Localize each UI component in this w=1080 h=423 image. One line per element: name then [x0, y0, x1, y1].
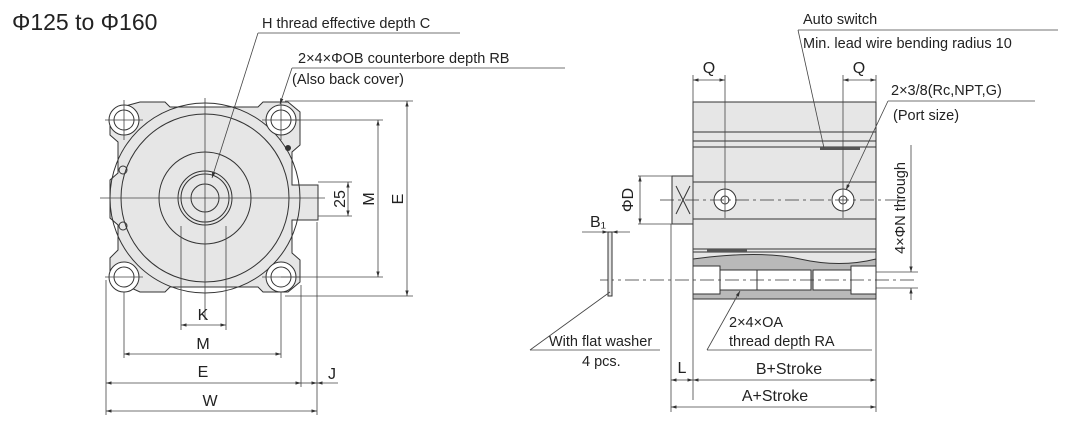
dim-m-horizontal: M [196, 336, 209, 353]
dim-b1: B₁ [590, 214, 606, 231]
through-hole-callout: 4×ΦN through [893, 162, 909, 254]
counterbore-note: (Also back cover) [292, 72, 404, 88]
dim-q-right: Q [853, 60, 865, 77]
auto-switch-lower [707, 249, 747, 252]
dim-a-stroke: A+Stroke [742, 388, 808, 405]
small-hole-lower [118, 221, 128, 231]
thread-callout-a: 2×4×OA [729, 315, 783, 331]
dim-b-stroke: B+Stroke [756, 361, 822, 378]
port-callout: 2×3/8(Rc,NPT,G) [891, 83, 1002, 99]
port-size-note: (Port size) [893, 108, 959, 124]
washer-callout: With flat washer [549, 334, 652, 350]
small-hole-upper [118, 165, 128, 175]
dim-w: W [202, 393, 218, 410]
dim-e-horizontal: E [198, 364, 209, 381]
dim-25: 25 [332, 190, 349, 208]
auto-switch-callout: Auto switch [803, 12, 877, 28]
dim-q-left: Q [703, 60, 715, 77]
dim-l: L [678, 360, 687, 377]
h-thread-callout: H thread effective depth C [262, 16, 430, 32]
dim-m-vertical: M [361, 192, 378, 205]
side-view: Q Q Auto switch Min. lead wire bending r… [529, 12, 1058, 412]
thread-callout-b: thread depth RA [729, 334, 835, 350]
dim-k: K [198, 307, 209, 324]
dim-j: J [328, 366, 336, 383]
flat-washer [607, 231, 613, 297]
front-view: H thread effective depth C 2×4×ΦOB count… [100, 16, 565, 415]
counterbore-callout: 2×4×ΦOB counterbore depth RB [298, 51, 509, 67]
auto-switch-upper [820, 147, 860, 150]
screw-dot [285, 145, 291, 151]
lead-wire-callout: Min. lead wire bending radius 10 [803, 36, 1012, 52]
dim-rod-diameter: ΦD [620, 188, 637, 212]
washer-qty: 4 pcs. [582, 354, 621, 370]
dim-e-vertical: E [390, 194, 407, 205]
drawing-title: Φ125 to Φ160 [12, 9, 157, 35]
